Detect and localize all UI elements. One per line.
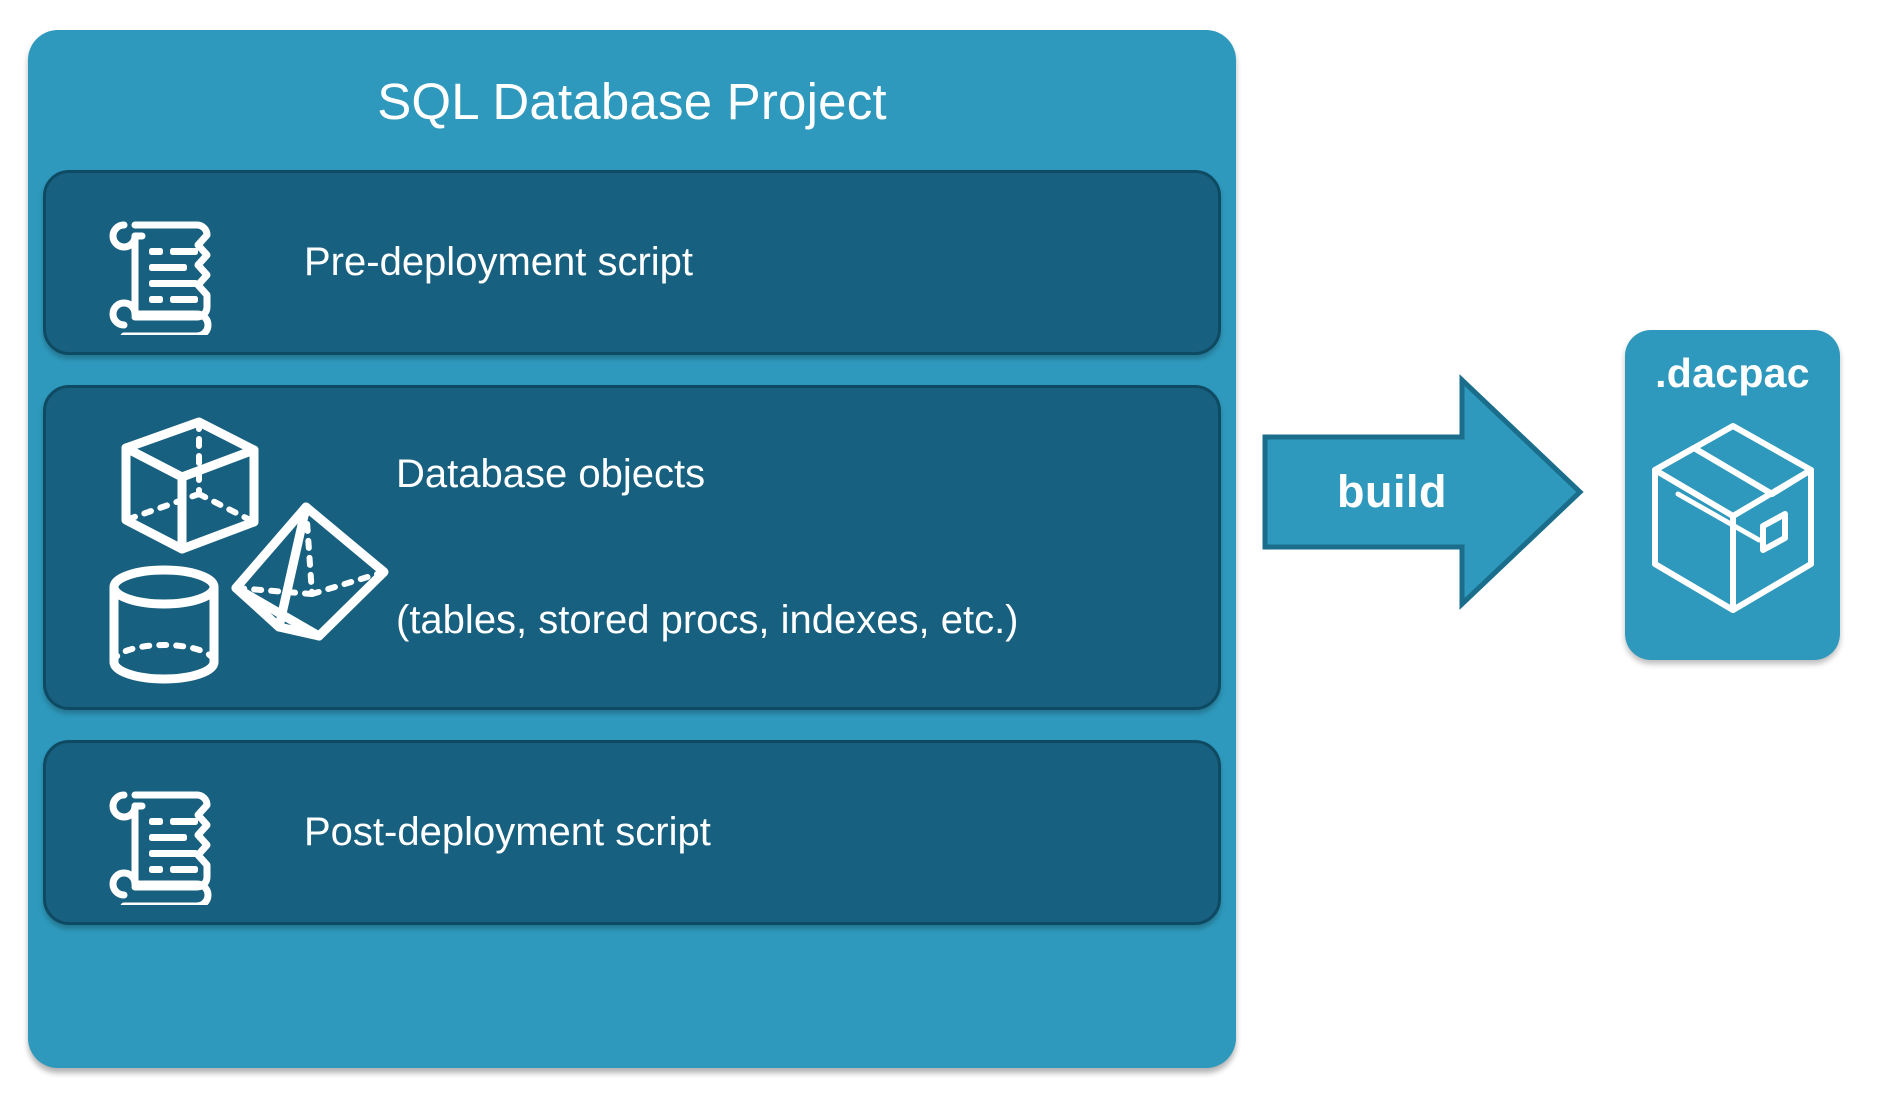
cube-hidden-edges bbox=[123, 419, 257, 525]
card-database-objects[interactable]: Database objects (tables, stored procs, … bbox=[43, 385, 1221, 710]
card-label-database-objects: Database objects (tables, stored procs, … bbox=[396, 388, 1019, 707]
package-box-icon bbox=[1651, 423, 1814, 613]
pyramid-hidden-edges bbox=[233, 504, 387, 597]
card-label-pre-deployment: Pre-deployment script bbox=[304, 240, 694, 285]
card-label-database-objects-line1: Database objects bbox=[396, 451, 706, 496]
build-arrow bbox=[1262, 374, 1584, 610]
card-label-post-deployment: Post-deployment script bbox=[304, 810, 711, 855]
dacpac-title: .dacpac bbox=[1655, 350, 1810, 396]
dacpac-output-panel[interactable]: .dacpac bbox=[1625, 330, 1840, 660]
pyramid-icon bbox=[231, 502, 389, 641]
card-pre-deployment-script[interactable]: Pre-deployment script bbox=[43, 170, 1221, 355]
page-title: SQL Database Project bbox=[377, 73, 887, 130]
database-shapes-icon-group bbox=[109, 417, 389, 684]
cube-icon bbox=[121, 417, 259, 554]
sql-database-project-panel: SQL Database Project bbox=[28, 30, 1236, 1068]
card-post-deployment-script[interactable]: Post-deployment script bbox=[43, 740, 1221, 925]
card-label-database-objects-line2: (tables, stored procs, indexes, etc.) bbox=[396, 598, 1019, 643]
cylinder-icon bbox=[109, 565, 219, 684]
scroll-icon bbox=[109, 791, 212, 905]
scroll-icon bbox=[109, 221, 212, 335]
cylinder-hidden-edges bbox=[111, 642, 217, 665]
